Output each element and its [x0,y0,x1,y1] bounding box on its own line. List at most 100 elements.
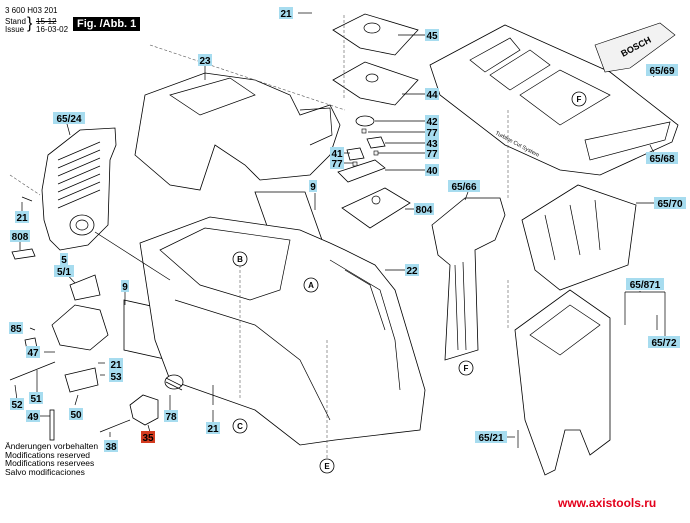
part-label-background [198,54,212,66]
part-label-text: 21 [110,360,122,371]
part-label-background [60,253,68,265]
stand-issue-labels: Stand Issue [5,18,26,34]
footer-notes: Änderungen vorbehalten Modifications res… [5,442,98,476]
part-label-text: 78 [165,412,177,423]
part-label-text: 35 [142,433,154,444]
part-label-background [164,410,178,422]
part-label-85: 85 [9,322,23,335]
part-label-text: 804 [416,205,433,216]
part-label-background [121,280,129,292]
part-label-text: 53 [110,372,122,383]
handle-drawing [431,197,506,361]
issue-label: Issue [5,25,25,34]
part-label-65-66: 65/66 [448,180,480,193]
part-label-804: 804 [414,203,434,216]
base-drawing [514,289,611,476]
part-label-background [109,358,123,370]
part-label-65-70: 65/70 [654,197,686,210]
part-label-50: 50 [69,408,83,421]
part-label-text: 808 [12,232,29,243]
part-label-21: 21 [15,211,29,224]
part-label-text: 9 [310,182,316,193]
part-label-background [330,157,344,169]
note-fr: Modifications reservees [5,458,95,468]
part-label-background [425,29,439,41]
screw-21-left-drawing [21,196,33,202]
assembly-guide-lines [9,44,509,460]
note-es: Salvo modificaciones [5,466,85,477]
part-label-background [425,88,439,100]
note-en: Modifications reserved [5,449,91,460]
spring-78-drawing [164,374,184,391]
part-label-45: 45 [425,29,439,42]
part-label-background [425,147,439,159]
brace-symbol: } [27,15,33,32]
website-link[interactable]: www.axistools.ru [558,496,657,510]
part-label-background [309,180,317,192]
part-label-77: 77 [425,126,439,139]
part-label-21: 21 [206,422,220,435]
part-label-background [448,180,480,192]
part-label-background [54,265,74,277]
part-label-background [405,264,419,276]
part-label-text: 22 [406,266,418,277]
part-label-background [414,203,434,215]
part-label-text: 65/69 [649,66,674,77]
part-label-text: 9 [122,282,128,293]
figure-label: Fig. /Abb. 1 [73,17,141,31]
part-label-text: 65/68 [649,154,674,165]
label-plate-drawing [11,248,36,260]
part-label-808: 808 [10,230,30,243]
part-label-23: 23 [198,54,212,67]
part-label-21: 21 [109,358,123,371]
part-label-53: 53 [109,370,123,383]
part-label-background [475,431,507,443]
part-label-text: 52 [11,400,23,411]
part-label-9: 9 [309,180,317,193]
part-label-text: 50 [70,410,82,421]
part-label-background [425,126,439,138]
part-label-background [29,392,43,404]
part-label-text: 21 [280,9,292,20]
basket-drawing [521,184,637,291]
part-label-text: 45 [426,31,438,42]
part-label-text: 38 [105,442,117,453]
part-label-22: 22 [405,264,419,277]
part-label-text: 65/24 [56,114,81,125]
plate-44-drawing [332,61,419,106]
part-label-65-24: 65/24 [53,112,85,125]
marker-B: B [232,251,248,267]
part-label-text: 5 [61,255,67,266]
part-label-background [15,211,29,223]
part-label-text: 65/70 [657,199,682,210]
part-label-background [104,440,118,452]
part-label-9: 9 [121,280,129,293]
top-cover-drawing [429,24,679,176]
part-label-52: 52 [10,398,24,411]
part-label-43: 43 [425,137,439,150]
part-label-background [425,164,439,176]
part-label-47: 47 [26,346,40,359]
part-label-background [646,152,678,164]
part-label-40: 40 [425,164,439,177]
part-label-35: 35 [141,431,155,444]
main-housing-drawing [139,216,426,446]
part-label-65-871: 65/871 [626,278,664,291]
part-label-background [425,115,439,127]
part-label-text: 85 [10,324,22,335]
marker-F-handle: F [458,360,474,376]
part-label-77: 77 [425,147,439,160]
old-date: 15-12 [36,17,57,26]
part-label-background [648,336,680,348]
part-label-text: 21 [207,424,219,435]
part-label-background [10,398,24,410]
part-label-text: 42 [426,117,438,128]
leader-lines [14,12,666,438]
marker-F-top: F [571,91,587,107]
part-label-text: 65/66 [451,182,476,193]
svg-text:F: F [464,364,469,373]
part-label-65-69: 65/69 [646,64,678,77]
side-cover-drawing [41,127,117,251]
part-label-background [9,322,23,334]
